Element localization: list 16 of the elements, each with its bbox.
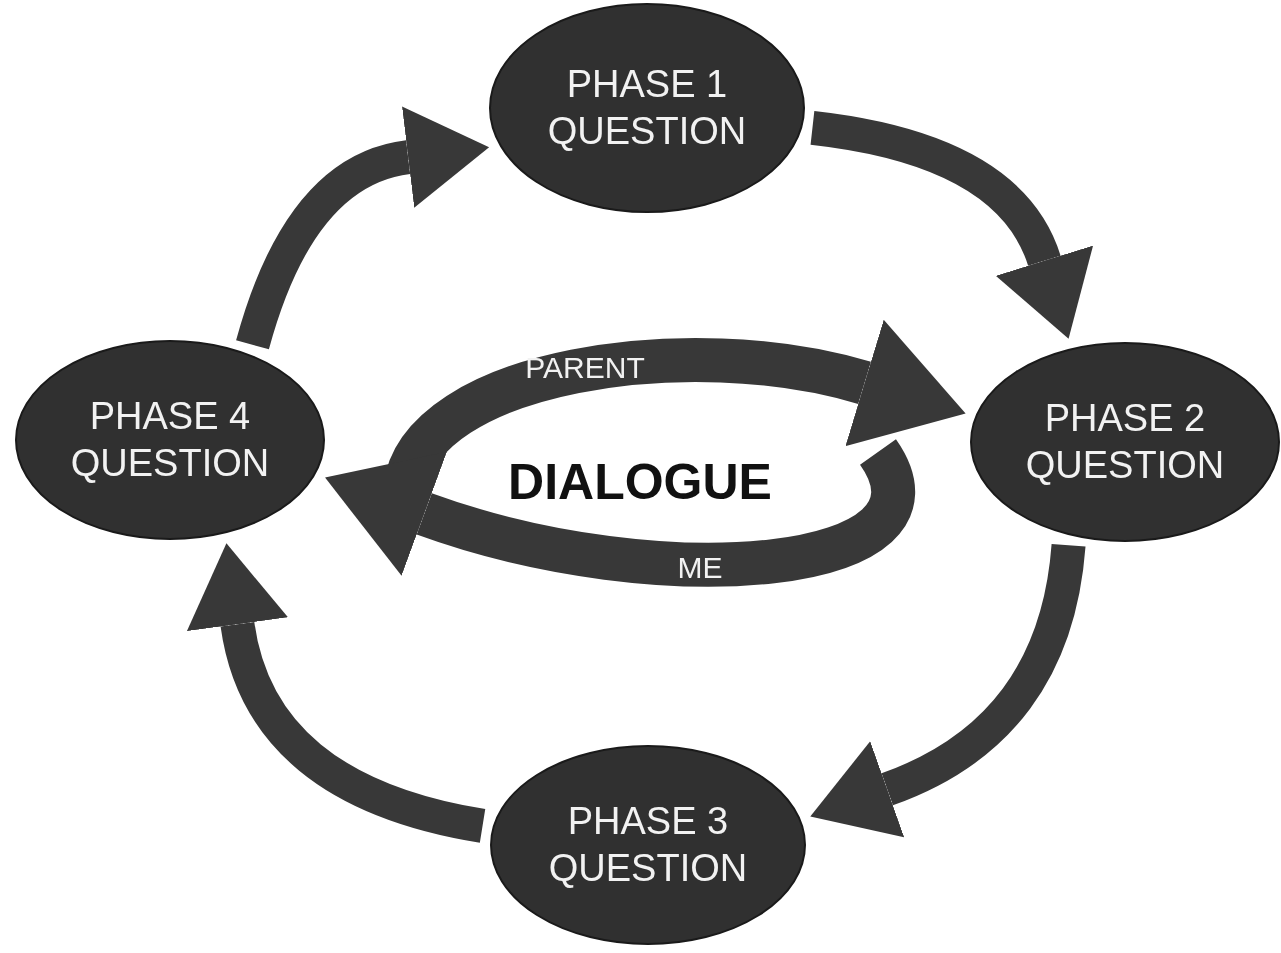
question-ellipse — [15, 340, 325, 540]
phase-label: PHASE 2 QUESTION — [1025, 395, 1225, 488]
curved-arrow — [810, 111, 1092, 337]
question-ellipse — [490, 745, 806, 945]
center-title: DIALOGUE — [508, 453, 772, 511]
phase-label: PHASE 3 QUESTION — [548, 798, 748, 891]
curved-arrow — [187, 544, 486, 843]
curved-arrow — [323, 442, 914, 587]
phase-label: PHASE 1 QUESTION — [547, 61, 747, 154]
curved-arrow — [236, 106, 489, 350]
edge-label: ME — [677, 551, 723, 585]
phase-label: PHASE 4 QUESTION — [70, 393, 270, 486]
curved-arrow — [811, 543, 1086, 837]
edge-label: PARENT — [525, 351, 645, 385]
question-ellipse — [970, 342, 1280, 542]
question-ellipse — [489, 3, 805, 213]
